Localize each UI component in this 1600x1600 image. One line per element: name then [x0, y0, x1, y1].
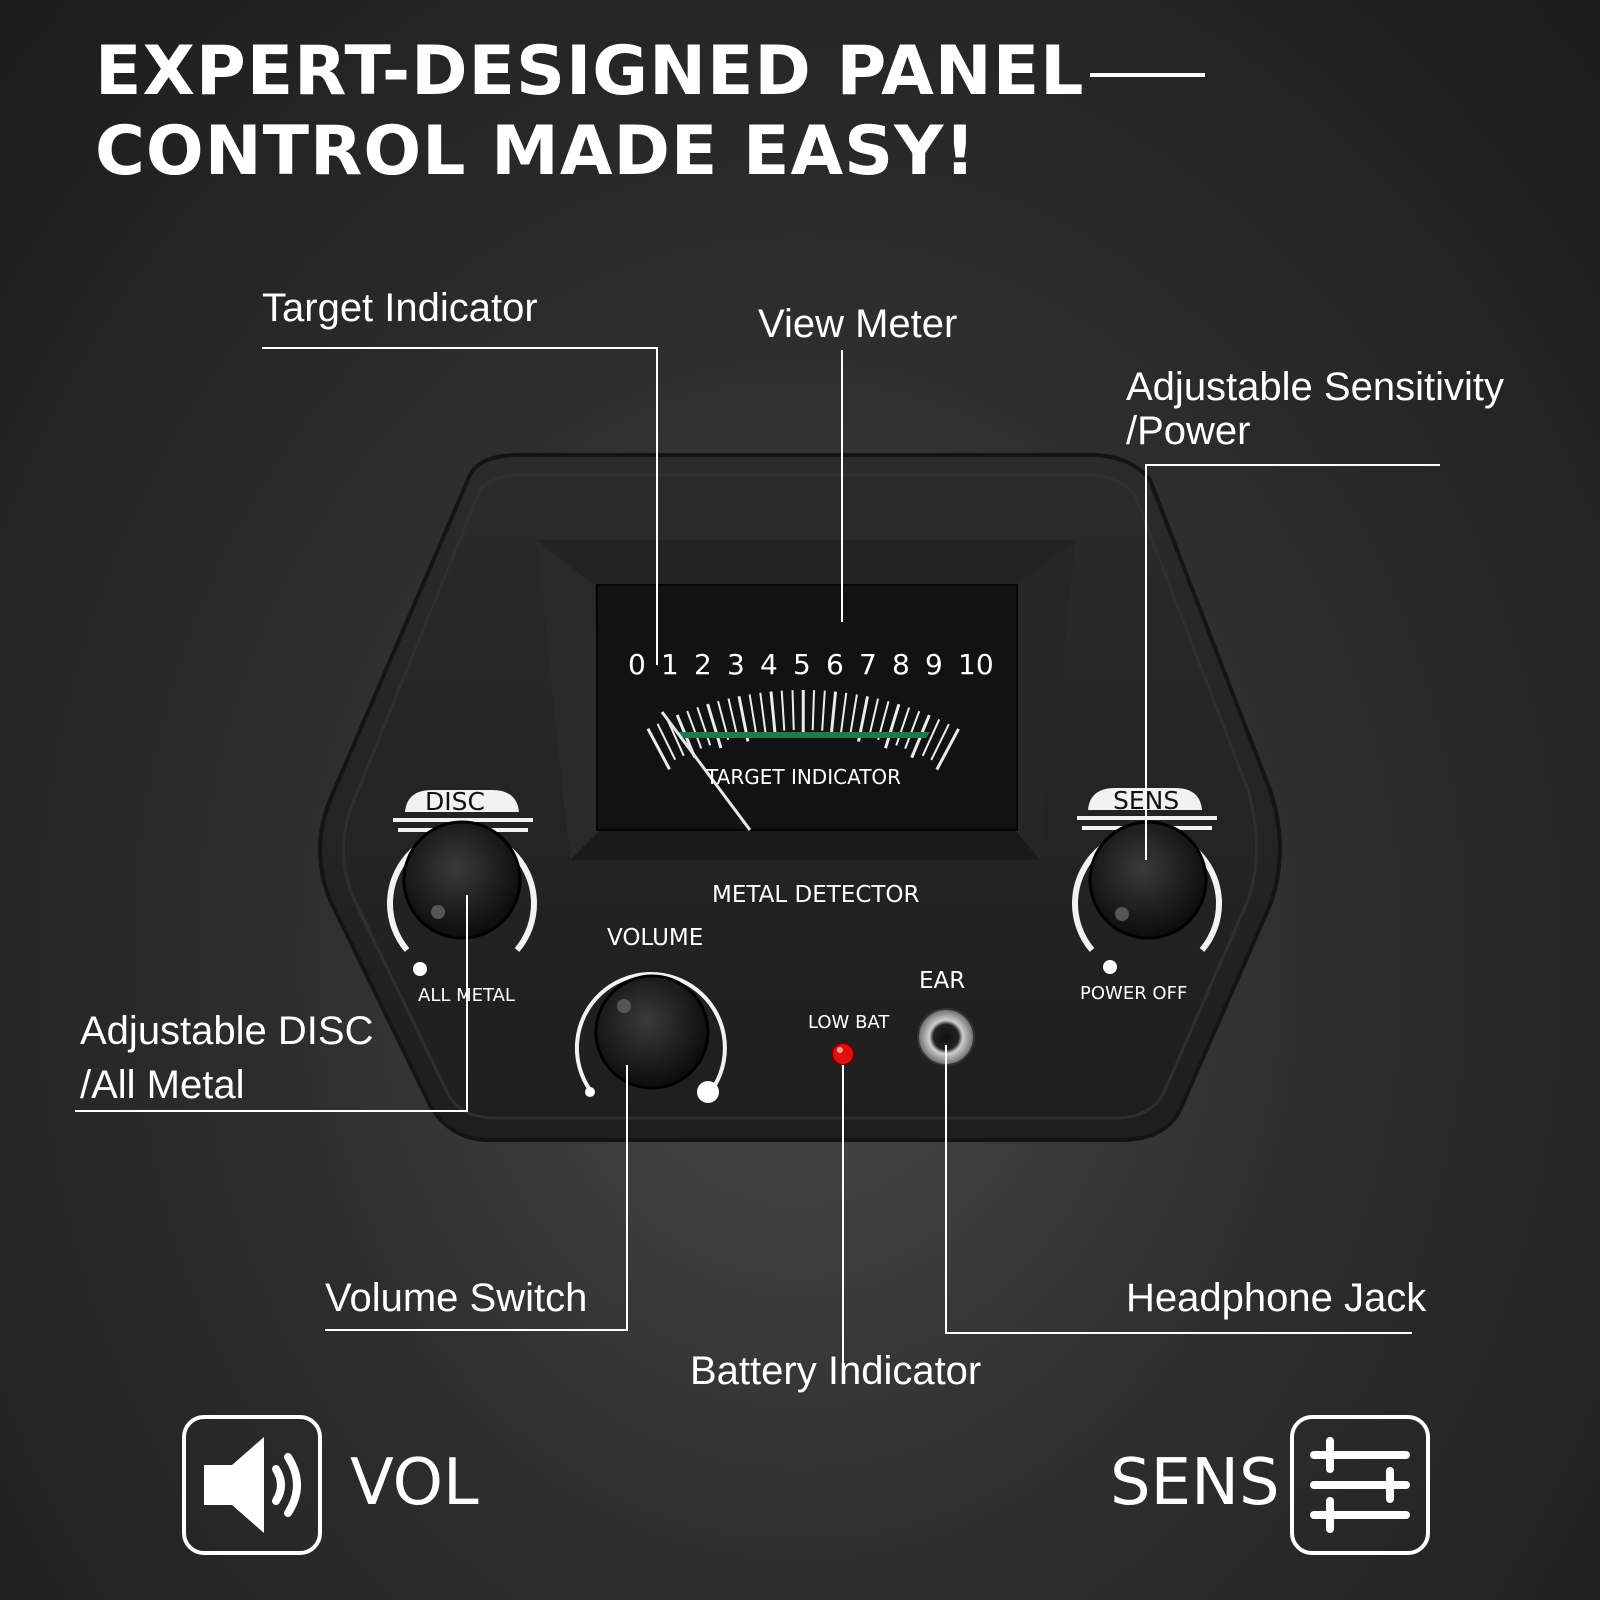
- disc-knob: [402, 820, 522, 940]
- headline: EXPERT-DESIGNED PANEL CONTROL MADE EASY!: [95, 32, 1206, 192]
- callout-target-indicator: Target Indicator: [262, 286, 538, 330]
- volume-knob: [594, 974, 710, 1090]
- meter-tick: [727, 698, 739, 738]
- callout-sensitivity: Adjustable Sensitivity /Power: [1126, 365, 1504, 453]
- meter-face: [596, 584, 1018, 831]
- meter-tick: [904, 710, 921, 749]
- panel-rim: [342, 473, 1258, 1120]
- callout-disc-line2: /All Metal: [80, 1063, 245, 1107]
- meter-tick: [895, 707, 911, 746]
- meter-tick: [840, 692, 848, 733]
- meter-tick: [686, 710, 703, 749]
- callout-battery-indicator: Battery Indicator: [690, 1349, 982, 1393]
- volume-min-dot: [585, 1087, 595, 1097]
- meter-tick: [759, 692, 767, 733]
- meter-tick: [666, 718, 685, 757]
- meter-tick: [829, 691, 838, 738]
- volume-max-dot: [697, 1081, 719, 1103]
- all-metal-label: ALL METAL: [418, 985, 515, 1006]
- callout-sensitivity-line1: Adjustable Sensitivity: [1126, 365, 1504, 409]
- low-bat-led: [831, 1042, 855, 1066]
- meter-tick: [748, 694, 758, 734]
- sens-panel-label: SENS: [1113, 786, 1180, 815]
- ear-label: EAR: [919, 968, 966, 994]
- meter-caption: TARGET INDICATOR: [706, 765, 902, 789]
- leader-lines: [75, 347, 1440, 1370]
- volume-panel-label: VOLUME: [607, 925, 704, 951]
- meter-tick: [656, 723, 677, 761]
- disc-label: DISC: [425, 787, 485, 816]
- callout-sensitivity-line2: /Power: [1126, 409, 1251, 453]
- callout-disc-line1: Adjustable DISC: [80, 1009, 374, 1053]
- meter-tick: [791, 690, 795, 731]
- meter-scale-label: 7: [859, 648, 877, 681]
- meter-scale-label: 5: [793, 648, 811, 681]
- volume-arc: [574, 971, 727, 1092]
- meter-scale-label: 3: [727, 648, 745, 681]
- callout-view-meter: View Meter: [758, 302, 958, 346]
- meter-tick: [821, 690, 826, 731]
- sliders-icon: [1310, 1437, 1410, 1533]
- meter-scale-label: 10: [958, 648, 994, 681]
- meter-tick: [811, 690, 816, 731]
- meter-scale-label: 6: [826, 648, 844, 681]
- meter-bezel-top: [536, 540, 1075, 585]
- disc-dot: [413, 962, 427, 976]
- sens-knob: [1088, 820, 1208, 940]
- callout-volume-switch: Volume Switch: [325, 1276, 588, 1320]
- meter-bezel-right: [1015, 540, 1075, 860]
- meter-scale-label: 2: [694, 648, 712, 681]
- meter-tick: [780, 690, 786, 731]
- meter-scale-label: 9: [925, 648, 943, 681]
- meter-tick: [884, 703, 901, 749]
- callout-disc: Adjustable DISC /All Metal: [80, 1004, 373, 1112]
- headline-line1: EXPERT-DESIGNED PANEL: [95, 32, 1085, 111]
- sens-dot: [1103, 960, 1117, 974]
- meter-green-band: [678, 732, 930, 738]
- meter-tick: [867, 698, 880, 738]
- meter-tick: [769, 691, 777, 738]
- meter-tick: [706, 703, 723, 749]
- vol-label: VOL: [350, 1446, 479, 1520]
- meter-tick: [646, 728, 671, 771]
- low-bat-label: LOW BAT: [808, 1012, 890, 1033]
- meter-ticks: [646, 689, 960, 771]
- headline-line2: CONTROL MADE EASY!: [95, 112, 977, 191]
- device-name: METAL DETECTOR: [712, 882, 920, 908]
- meter-bezel-left: [536, 540, 600, 860]
- meter-scale-label: 0: [628, 648, 646, 681]
- meter-needle: [660, 711, 752, 831]
- sliders-icon-box: [1290, 1415, 1430, 1555]
- speaker-icon: [204, 1437, 301, 1533]
- meter-tick: [930, 723, 950, 761]
- disc-label-plate: [405, 790, 519, 812]
- meter-tick: [921, 719, 941, 757]
- meter-scale-label: 8: [892, 648, 910, 681]
- meter-tick: [849, 694, 858, 735]
- power-off-label: POWER OFF: [1080, 983, 1188, 1004]
- headline-dash: [1090, 73, 1206, 78]
- meter-tick: [935, 728, 960, 771]
- sens-bottom-label: SENS: [1110, 1446, 1280, 1520]
- callout-headphone-jack: Headphone Jack: [1126, 1276, 1427, 1320]
- speaker-icon-box: [182, 1415, 322, 1555]
- meter-scale-label: 1: [661, 648, 679, 681]
- meter-scale-label: 4: [760, 648, 778, 681]
- meter-tick: [696, 707, 712, 746]
